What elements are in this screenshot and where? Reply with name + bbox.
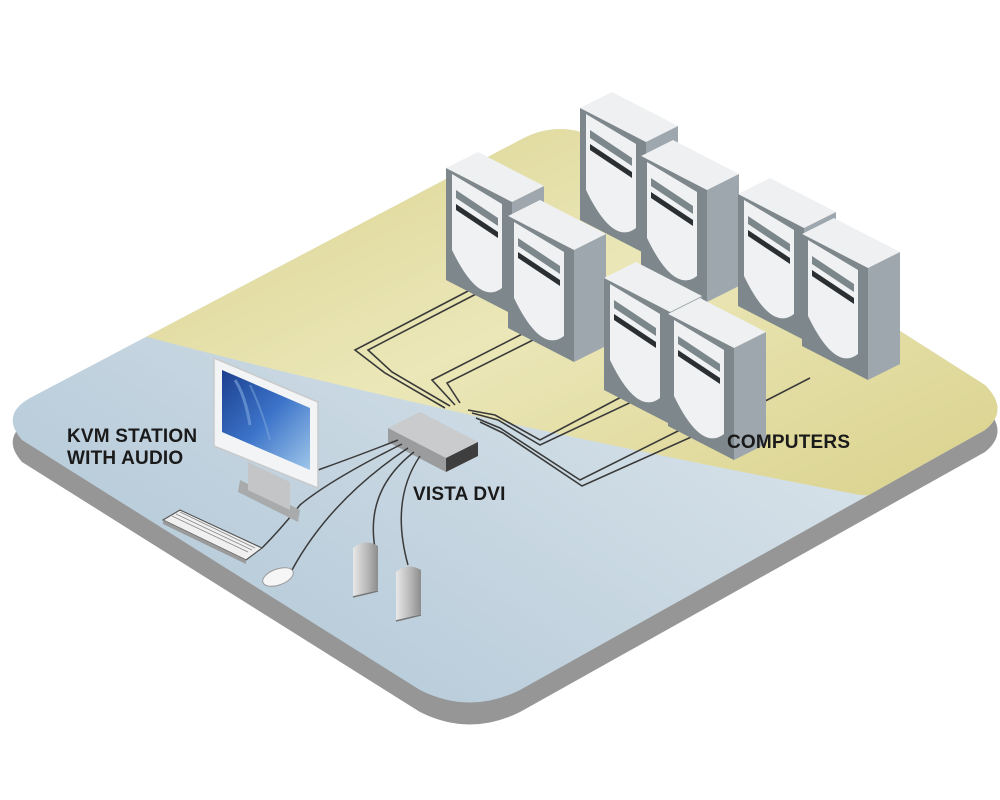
right-speaker: [395, 566, 422, 622]
vista-dvi-switch: [388, 412, 478, 472]
keyboard: [161, 509, 264, 564]
kvm-station-label-line2: WITH AUDIO: [67, 448, 184, 469]
kvm-station-label: KVM STATION WITH AUDIO: [67, 426, 197, 470]
left-speaker: [352, 542, 379, 598]
monitor: [213, 356, 319, 522]
computer-tower: [668, 298, 766, 460]
mouse: [262, 567, 294, 587]
computers-group: [446, 92, 900, 460]
computer-tower: [641, 140, 739, 302]
kvm-station-label-line1: KVM STATION: [67, 426, 198, 447]
computers-label: COMPUTERS: [727, 432, 851, 453]
computer-tower: [802, 218, 900, 380]
station-cables: [261, 439, 421, 571]
switch-label: VISTA DVI: [413, 484, 506, 505]
computer-tower: [508, 200, 606, 362]
